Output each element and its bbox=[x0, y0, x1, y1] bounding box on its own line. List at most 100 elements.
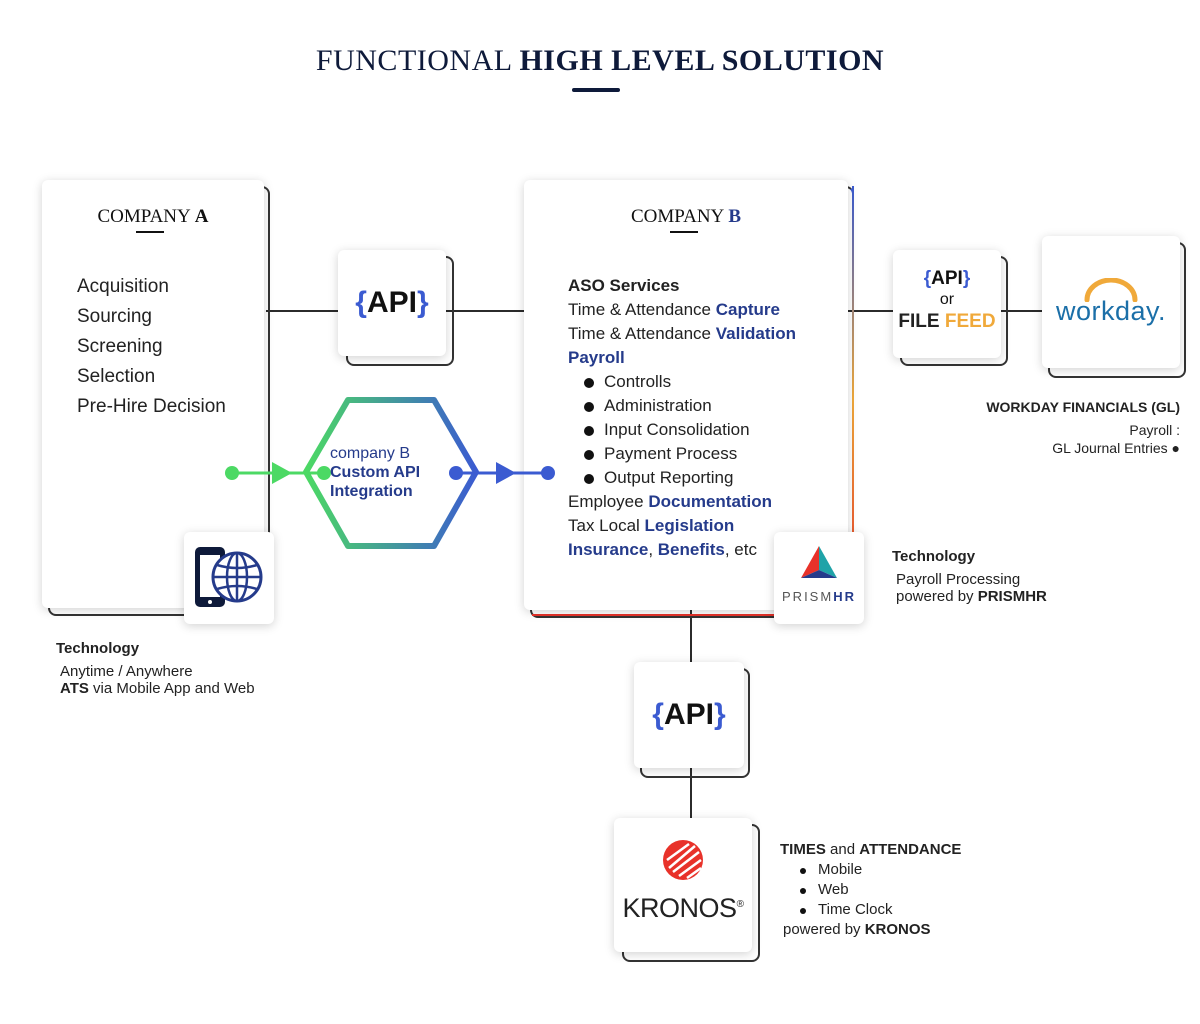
company-a-underline bbox=[136, 231, 164, 233]
workday-logo-text: workday. bbox=[1055, 295, 1167, 326]
prismhr-logo-b: HR bbox=[833, 589, 856, 604]
kronos-list: Mobile Web Time Clock bbox=[780, 860, 961, 920]
company-a-label-prefix: COMPANY bbox=[97, 206, 191, 227]
file-feed-label: FILE FEED bbox=[893, 310, 1001, 334]
integration-line3: Integration bbox=[330, 483, 413, 500]
workday-arc-icon bbox=[1084, 277, 1138, 302]
kronos-globe-icon bbox=[663, 840, 703, 880]
company-a-list: Acquisition Sourcing Screening Selection… bbox=[77, 272, 226, 422]
connector-api-b bbox=[446, 310, 524, 312]
prismhr-logo-text: PRISMHR bbox=[774, 589, 864, 604]
api-feed-api: {API} bbox=[893, 268, 1001, 290]
company-a-label: COMPANY A bbox=[42, 206, 264, 228]
brace-close: } bbox=[417, 286, 429, 319]
kronos-reg: ® bbox=[736, 899, 744, 910]
ta-validation: Time & Attendance Validation bbox=[568, 322, 796, 346]
api-box-1: {API} bbox=[338, 250, 446, 356]
api-feed-or: or bbox=[939, 291, 955, 308]
tech-a-line2-rest: via Mobile App and Web bbox=[88, 680, 255, 697]
connector-a-api bbox=[266, 310, 338, 312]
list-item: Administration bbox=[568, 394, 796, 418]
list-item: Acquisition bbox=[77, 276, 169, 297]
list-item: Screening bbox=[77, 336, 163, 357]
kronos-powered-by: powered by KRONOS bbox=[780, 920, 961, 940]
company-b-technology-note: Technology Payroll Processing powered by… bbox=[892, 548, 1047, 605]
insurance-hl: Insurance bbox=[568, 540, 649, 559]
company-b-label: COMPANY B bbox=[524, 206, 848, 228]
kronos-note-heading: TIMES and ATTENDANCE bbox=[780, 840, 961, 860]
list-item: Payment Process bbox=[568, 442, 796, 466]
benefits-hl: Benefits bbox=[657, 540, 725, 559]
tech-a-heading: Technology bbox=[56, 640, 140, 657]
api-label: API bbox=[663, 698, 714, 731]
list-item: Mobile bbox=[780, 860, 961, 880]
payroll-heading: Payroll bbox=[568, 348, 625, 367]
brace-open: { bbox=[923, 268, 932, 289]
brace-open: { bbox=[652, 698, 664, 731]
integration-hexagon bbox=[225, 397, 555, 549]
list-item: Selection bbox=[77, 366, 156, 387]
ta-capture-text: Time & Attendance bbox=[568, 300, 716, 319]
ta-validation-text: Time & Attendance bbox=[568, 324, 716, 343]
ta-capture-hl: Capture bbox=[715, 300, 780, 319]
prismhr-logo-card: PRISMHR bbox=[774, 532, 864, 624]
kronos-heading-and: and bbox=[825, 841, 860, 858]
tech-b-line2: powered by PRISMHR bbox=[892, 588, 1047, 605]
tech-a-line2: ATS via Mobile App and Web bbox=[56, 680, 255, 697]
workday-note: WORKDAY FINANCIALS (GL) Payroll : GL Jou… bbox=[960, 398, 1180, 457]
title-regular: FUNCTIONAL bbox=[315, 44, 512, 77]
title-underline bbox=[572, 88, 620, 92]
workday-note-heading: WORKDAY FINANCIALS (GL) bbox=[986, 399, 1180, 415]
company-b-label-letter: B bbox=[728, 206, 741, 227]
tech-b-prismhr: PRISMHR bbox=[977, 588, 1047, 605]
brace-close: } bbox=[962, 268, 971, 289]
aso-services-label: ASO Services bbox=[568, 276, 680, 295]
workday-note-line1: Payroll : bbox=[1129, 422, 1180, 438]
tax-hl: Legislation bbox=[644, 516, 735, 535]
list-item: Pre-Hire Decision bbox=[77, 396, 226, 417]
company-b-underline bbox=[670, 231, 698, 233]
kronos-powered-text: powered by bbox=[783, 921, 865, 938]
kronos-heading-attendance: ATTENDANCE bbox=[859, 841, 962, 858]
company-b-gradient-edge bbox=[852, 186, 854, 612]
prismhr-logo-a: PRISM bbox=[782, 589, 834, 604]
company-b-label-prefix: COMPANY bbox=[630, 206, 724, 227]
ta-validation-hl: Validation bbox=[715, 324, 797, 343]
company-b-list: ASO Services Time & Attendance Capture T… bbox=[568, 274, 796, 562]
page-title: FUNCTIONAL HIGH LEVEL SOLUTION bbox=[0, 44, 1200, 78]
insurance-sep: , bbox=[648, 540, 658, 559]
api-box-3: {API} bbox=[634, 662, 744, 768]
mobile-web-icon-card bbox=[184, 532, 274, 624]
tech-b-line2-rest: powered by bbox=[896, 588, 978, 605]
list-item: Time Clock bbox=[780, 900, 961, 920]
employee-documentation: Employee Documentation bbox=[568, 490, 796, 514]
api-feed-api-label: API bbox=[931, 268, 963, 289]
employee-doc-hl: Documentation bbox=[648, 492, 773, 511]
company-a-label-letter: A bbox=[194, 206, 209, 227]
tax-text: Tax Local bbox=[568, 516, 645, 535]
tech-b-line1: Payroll Processing bbox=[896, 571, 1021, 588]
workday-logo-card: workday. bbox=[1042, 236, 1180, 368]
tech-a-line1: Anytime / Anywhere bbox=[60, 663, 193, 680]
tech-b-heading: Technology bbox=[892, 548, 976, 565]
ta-capture: Time & Attendance Capture bbox=[568, 298, 796, 322]
aso-services: ASO Services bbox=[568, 274, 796, 298]
file-label: FILE bbox=[898, 311, 945, 332]
connector-api-kronos bbox=[690, 768, 692, 818]
kronos-logo-text: KRONOS® bbox=[614, 893, 752, 924]
kronos-note: TIMES and ATTENDANCE Mobile Web Time Clo… bbox=[780, 840, 961, 940]
prismhr-prism-icon bbox=[801, 546, 837, 578]
list-item: Output Reporting bbox=[568, 466, 796, 490]
mobile-globe-icon bbox=[195, 547, 263, 607]
list-item: Controlls bbox=[568, 370, 796, 394]
list-item: Input Consolidation bbox=[568, 418, 796, 442]
api-label: API bbox=[366, 286, 417, 319]
integration-label: company B Custom API Integration bbox=[330, 444, 460, 501]
kronos-heading-times: TIMES bbox=[780, 841, 826, 858]
kronos-powered-bold: KRONOS bbox=[864, 921, 931, 938]
list-item: Web bbox=[780, 880, 961, 900]
tax-legislation: Tax Local Legislation bbox=[568, 514, 796, 538]
brace-open: { bbox=[355, 286, 367, 319]
list-item: Sourcing bbox=[77, 306, 152, 327]
workday-note-line2: GL Journal Entries ● bbox=[1052, 440, 1180, 456]
